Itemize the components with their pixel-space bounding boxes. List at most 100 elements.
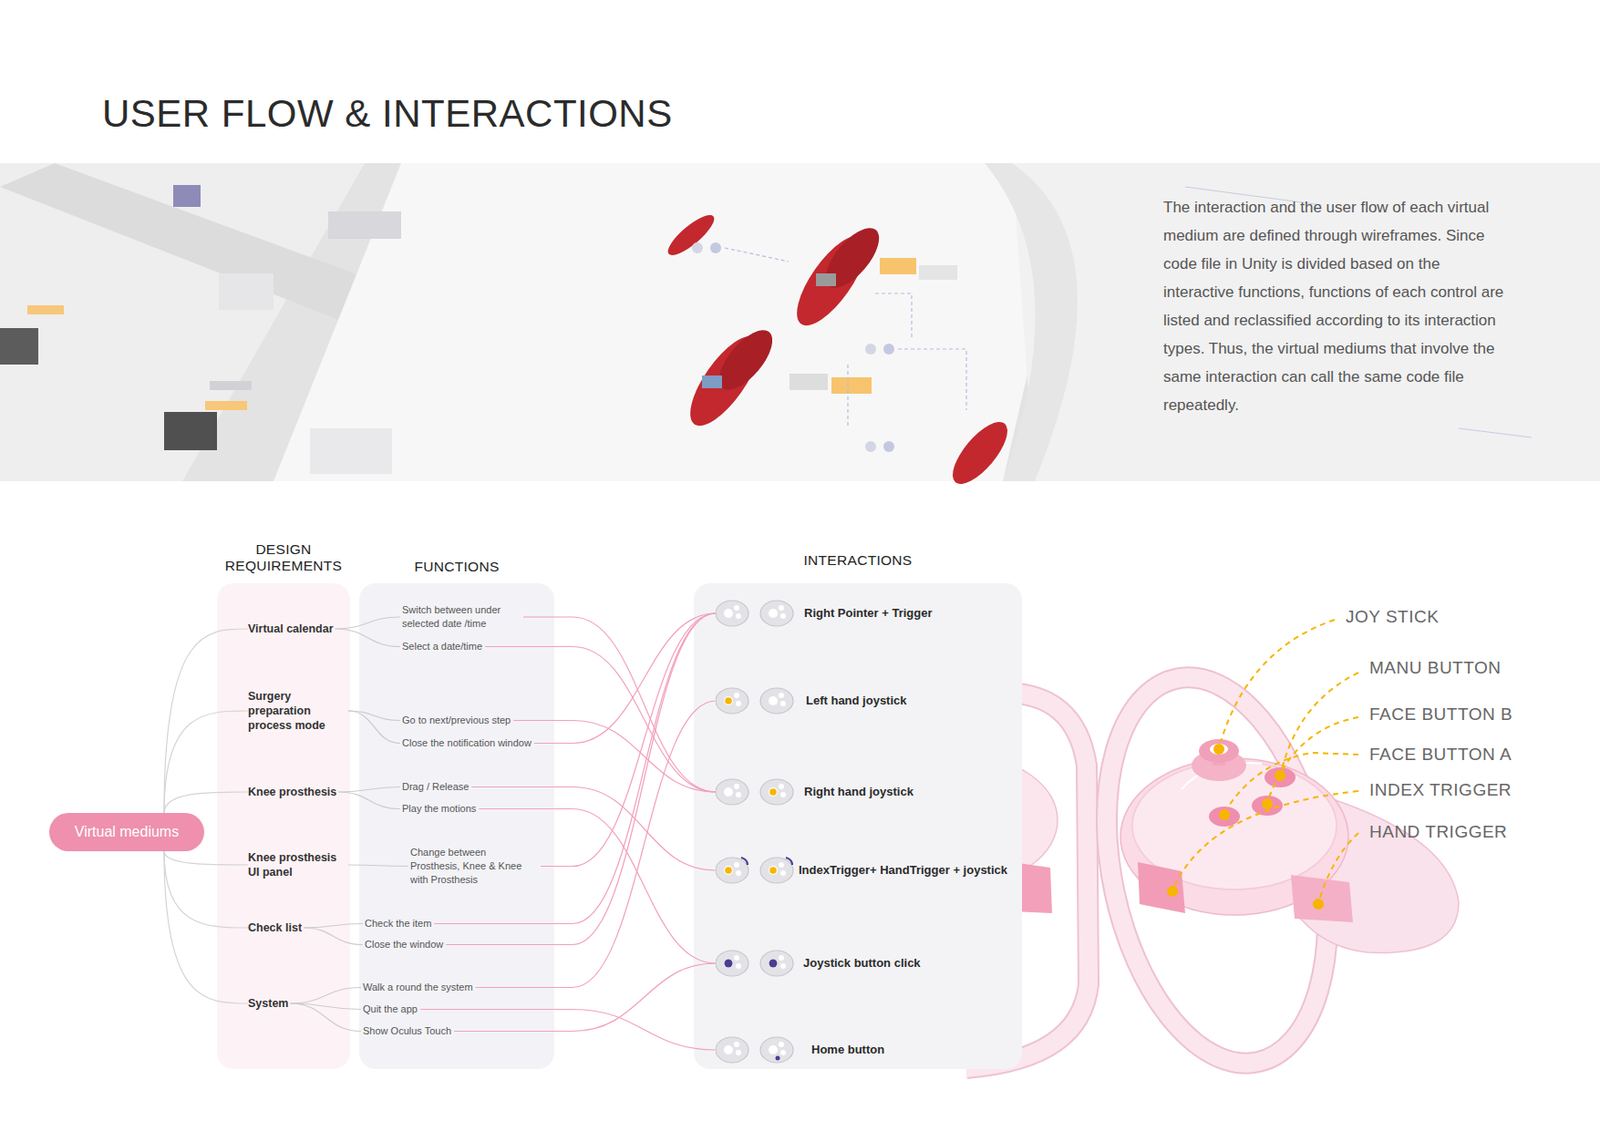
column-heading: DESIGN REQUIREMENTS [210,541,357,575]
function-label: Switch between under selected date /time [402,603,521,631]
callout-dot [1274,770,1286,782]
icon-highlight [769,960,778,969]
icon-button [778,1042,785,1048]
icon-joystick [723,866,733,876]
index-trigger [1137,862,1186,914]
function-label: Drag / Release [402,780,469,795]
interaction-label: Joystick button click [803,956,921,971]
icon-joystick [768,696,778,706]
connector [523,617,716,793]
column-panel: INTERACTIONSRight Pointer + TriggerLeft … [693,583,1022,1070]
icon-button [733,955,740,961]
connector [335,617,401,630]
icon-button [735,701,742,707]
icon-button [735,792,742,798]
controller-icon [715,857,749,884]
icon-home-mark [775,1056,781,1062]
interaction-item: Home button [715,1034,1019,1066]
bone [815,273,837,287]
pill-label: Virtual mediums [74,824,179,841]
root-pill: Virtual mediums [49,813,205,852]
part-label: FACE BUTTON A [1369,744,1512,765]
requirement-item: Knee prosthesis [247,784,337,800]
icon-joystick [723,609,733,619]
function-item: Quit the app [362,1002,418,1017]
icon-joystick [723,959,733,969]
sheet [1011,163,1600,482]
interaction-item: Right hand joystick [715,776,1019,808]
controller-icon [715,779,749,806]
connector [348,711,401,744]
controller-icon [715,600,749,627]
icon-joystick [768,787,778,797]
connector [289,988,362,1005]
wire-tag [205,401,248,411]
banner-ground [0,163,1600,482]
requirement-label: Knee prosthesis [247,784,337,800]
requirement-item: Surgery preparation process mode [247,689,347,733]
panel-backgrounds [216,583,1022,1070]
connector [454,963,716,1033]
function-label: Close the window [364,938,444,952]
requirement-label: Knee prosthesis UI panel [247,850,347,880]
requirement-item: Virtual calendar [247,621,334,637]
controller-icon [760,600,794,627]
icon-button [778,692,785,699]
function-item: Show Oculus Touch [362,1024,452,1039]
wire-tag [918,265,958,280]
wire-icon [710,242,722,254]
icon-joystick [723,696,733,706]
wire-arrow [724,247,967,429]
callout-dot [1261,798,1273,810]
controller-icon [715,950,749,977]
icon-trigger-mark [785,857,793,866]
bone [701,375,723,389]
controller-icon [715,1037,749,1064]
column-panel: DESIGN REQUIREMENTSVirtual calendarSurge… [216,583,351,1070]
icon-button [778,784,785,790]
interaction-label: Left hand joystick [805,693,908,709]
interaction-label: Home button [811,1042,885,1058]
leader-line [1175,791,1359,886]
interaction-label: Right hand joystick [804,784,914,800]
icon-button [733,605,740,611]
function-item: Drag / Release [402,780,469,795]
wire-block [328,211,402,239]
icon-highlight [724,697,733,705]
connector [303,928,363,946]
function-item: Close the notification window [402,736,532,751]
face-button [1264,767,1296,788]
controller-icon [760,779,794,806]
function-item: Select a date/time [402,640,483,654]
function-label: Play the motions [402,802,476,816]
controller-icon [715,688,749,714]
connector [420,1010,716,1052]
controller-icons [715,598,798,630]
interaction-item: Joystick button click [715,948,1019,980]
hand-trigger [1290,875,1353,923]
icon-button [733,1042,740,1048]
controller-icon [760,688,794,714]
wire-icon [883,343,895,355]
limb [943,413,1017,493]
function-item: Switch between under selected date /time [402,603,521,631]
wire-tag [209,381,252,391]
connector [478,809,716,965]
connectors [164,613,716,1051]
connector [164,851,248,866]
icon-button [780,1050,786,1056]
connector [445,613,716,946]
part-label: HAND TRIGGER [1369,822,1508,843]
callout-dot [1218,809,1230,821]
connector [338,787,401,794]
icon-joystick [723,1045,733,1055]
wire-icon [691,242,703,254]
part-label: JOY STICK [1345,607,1439,628]
function-item: Walk a round the system [362,980,474,995]
connector [164,851,248,929]
interaction-item: Left hand joystick [715,685,1019,717]
icon-highlight [769,867,777,875]
icon-button [778,955,785,961]
icon-highlight [724,867,733,875]
part-label: MANU BUTTON [1369,658,1501,679]
